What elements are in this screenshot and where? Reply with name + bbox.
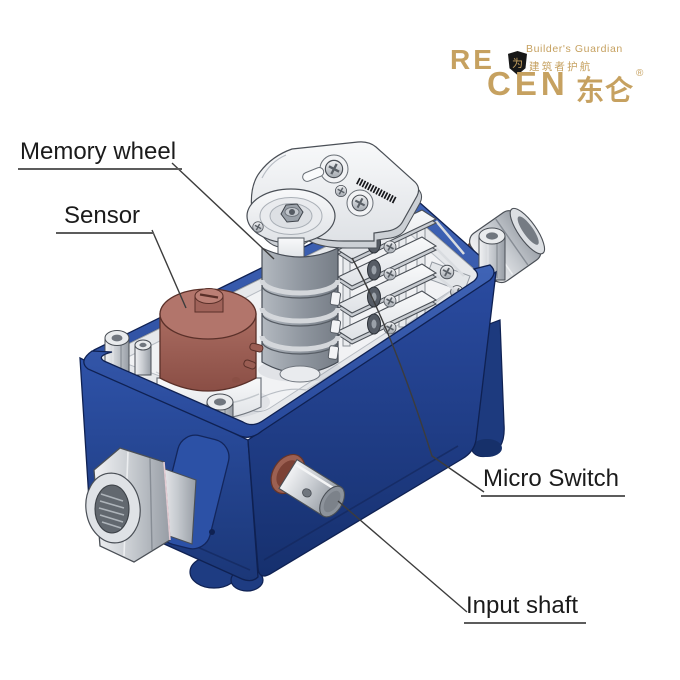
hex-standoff bbox=[104, 227, 506, 383]
gland-threads bbox=[98, 493, 125, 529]
brand-slogan-cjk: 建筑者护航 bbox=[529, 61, 593, 73]
brand-wordmark-cjk: 东仑 bbox=[576, 75, 635, 106]
memory-wheel-stack bbox=[261, 247, 339, 374]
brand-shield-char: 为 bbox=[512, 58, 523, 70]
brand-wordmark-top: RE bbox=[450, 44, 495, 75]
registered-trademark-icon: ® bbox=[636, 68, 644, 79]
sensor-label: Sensor bbox=[56, 202, 155, 234]
input-shaft-part bbox=[270, 453, 346, 518]
brand-logo: RE Builder's Guardian 为 建筑者护航 CEN 东仑 ® bbox=[448, 40, 658, 106]
leader-sensor bbox=[151, 229, 187, 309]
leader-lines bbox=[151, 162, 485, 613]
housing-rim-front bbox=[83, 264, 495, 438]
brand-wordmark-latin: CEN bbox=[487, 65, 569, 102]
serrated-rack bbox=[356, 177, 397, 204]
memory-wheel-assembly bbox=[246, 188, 342, 383]
leader-memory-wheel bbox=[171, 162, 275, 260]
micro-switch-label: Micro Switch bbox=[481, 465, 626, 497]
leader-input-shaft bbox=[337, 500, 468, 613]
cable-gland-left bbox=[85, 434, 230, 563]
brand-shield-icon: 为 bbox=[508, 51, 527, 75]
input-shaft-label: Input shaft bbox=[464, 592, 587, 624]
leader-micro-switch bbox=[351, 257, 485, 493]
memory-wheel-label: Memory wheel bbox=[18, 138, 183, 170]
brand-slogan-en: Builder's Guardian bbox=[526, 43, 623, 55]
